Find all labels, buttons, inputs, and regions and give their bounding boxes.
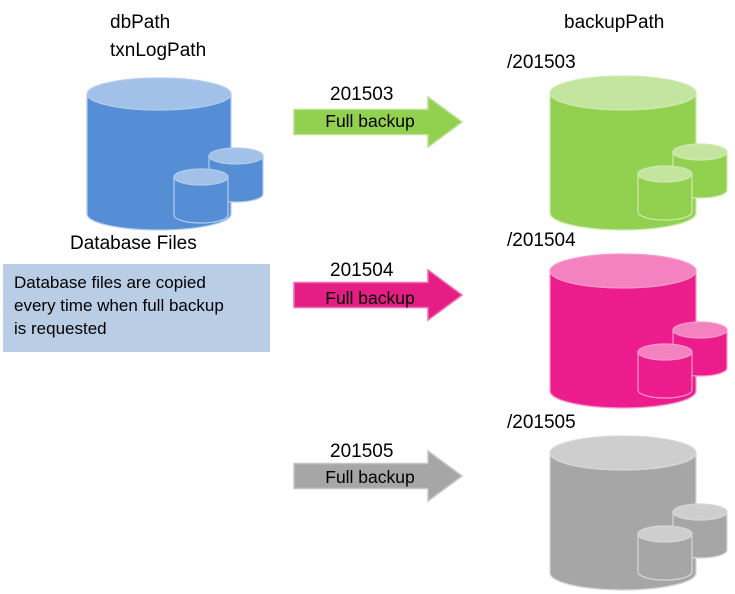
note-box: Database files are copied every time whe… [3, 264, 270, 352]
arrow-right-icon [293, 268, 464, 322]
database-cylinder-small [637, 343, 693, 399]
cylinder-top [549, 253, 697, 289]
cylinder-top [672, 143, 728, 161]
arrow-label: Full backup [325, 288, 415, 308]
database-cylinder-small [637, 165, 693, 221]
cylinder-top [86, 77, 232, 111]
backup-month-label: 201503 [330, 84, 394, 105]
arrow-right-icon [293, 95, 464, 149]
backup-month-label: 201505 [330, 441, 394, 462]
backup-path-heading: backupPath [564, 12, 665, 33]
backup-folder-label: /201504 [507, 230, 576, 251]
db-path-label: dbPath [110, 12, 171, 33]
cylinder-top [672, 503, 728, 521]
cylinder-top [637, 165, 693, 183]
note-line: every time when full backup [14, 296, 224, 315]
cylinder-top [637, 525, 693, 543]
txn-log-path-label: txnLogPath [110, 40, 207, 61]
database-files-caption: Database Files [70, 233, 197, 254]
cylinder-top [173, 168, 229, 186]
database-cylinder-small [173, 168, 229, 224]
cylinder-top [672, 321, 728, 339]
arrow-label: Full backup [325, 467, 415, 487]
backup-month-label: 201504 [330, 260, 394, 281]
cylinder-top [208, 147, 264, 165]
cylinder-body [637, 351, 693, 399]
note-line: Database files are copied [14, 273, 206, 292]
note-line: is requested [14, 319, 107, 338]
cylinder-top [637, 343, 693, 361]
arrow-label: Full backup [325, 111, 415, 131]
cylinder-body [173, 176, 229, 224]
cylinder-top [549, 435, 697, 471]
backup-folder-label: /201505 [507, 412, 576, 433]
cylinder-top [549, 75, 697, 111]
cylinder-body [637, 173, 693, 221]
arrow-right-icon [293, 449, 464, 503]
cylinder-body [637, 533, 693, 581]
database-cylinder-small [637, 525, 693, 581]
backup-folder-label: /201503 [507, 52, 576, 73]
